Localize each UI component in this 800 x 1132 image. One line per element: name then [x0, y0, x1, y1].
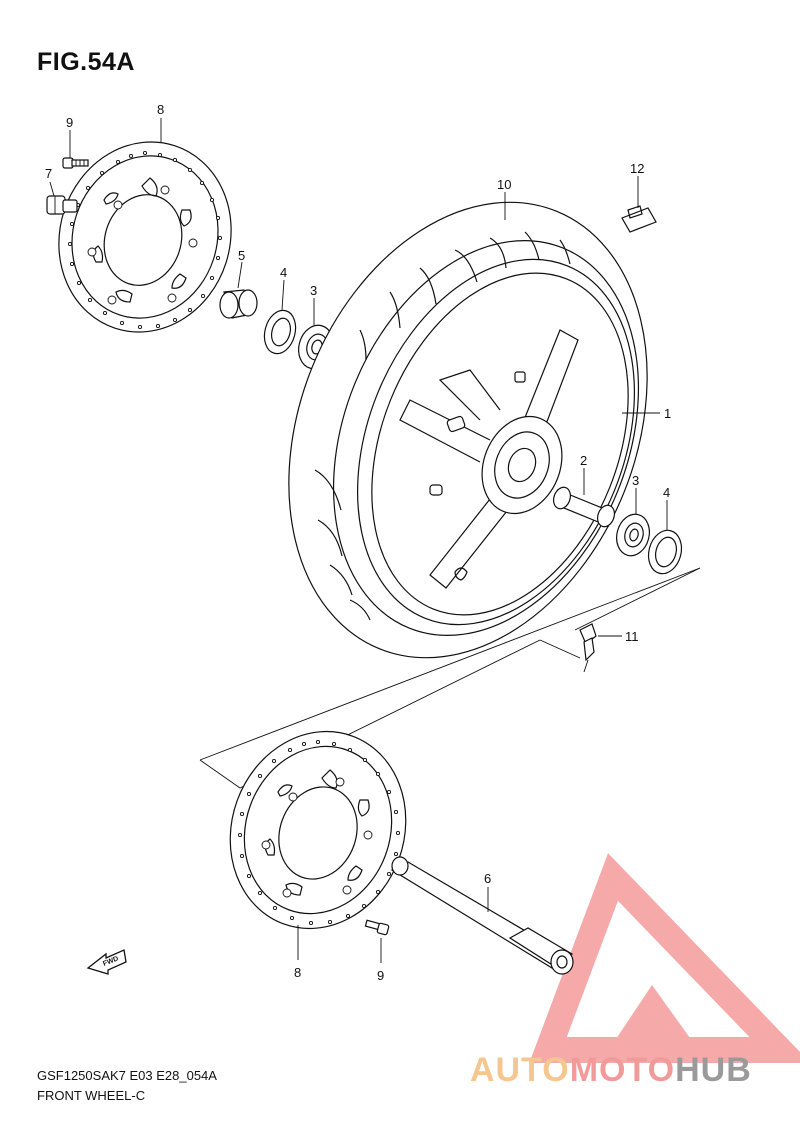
- disc-vent-holes: [237, 739, 401, 926]
- model-code: GSF1250SAK7 E03 E28_054A: [37, 1068, 217, 1083]
- oil-seal-right: [647, 529, 683, 575]
- wheel-hub: [429, 371, 563, 515]
- front-wheel-with-tire: [288, 201, 648, 659]
- disc-vent-holes: [67, 150, 223, 330]
- callout-11: 11: [625, 629, 639, 644]
- callout-6: 6: [484, 871, 491, 886]
- brand-part-moto: MOTO: [569, 1051, 676, 1089]
- disc-bolt-holes: [261, 777, 373, 898]
- brake-disc-top: [58, 141, 232, 333]
- callout-12: 12: [630, 161, 644, 176]
- disc-bolt-holes: [87, 185, 198, 305]
- callout-3-right: 3: [632, 473, 639, 488]
- wheel-spacer: [219, 289, 258, 319]
- wheel-spokes: [399, 329, 579, 589]
- brand-part-hub: HUB: [675, 1051, 752, 1089]
- forward-direction-arrow-icon: FWD: [86, 949, 127, 975]
- callout-leader-lines: [49, 118, 668, 963]
- axle-nut: [46, 195, 78, 215]
- brake-disc-bottom: [229, 730, 407, 930]
- callout-8-bottom: 8: [294, 965, 301, 980]
- wheel-spacer-right: [552, 486, 616, 528]
- callout-1: 1: [664, 406, 671, 421]
- tire-tread-pattern: [314, 231, 571, 621]
- watermark-brand-text: AUTOMOTOHUB: [470, 1051, 752, 1090]
- callout-3-left: 3: [310, 283, 317, 298]
- disc-spoke-slots: [92, 177, 192, 303]
- disc-bolt-top: [62, 157, 89, 169]
- callout-2: 2: [580, 453, 587, 468]
- diagram-footer: GSF1250SAK7 E03 E28_054A FRONT WHEEL-C: [37, 1066, 217, 1106]
- callout-4-right: 4: [663, 485, 670, 500]
- part-callouts: 9 8 7 5 4 3 10 12 1 2 3 4 11 6 8 9: [45, 102, 671, 983]
- disc-spoke-slots: [264, 769, 370, 896]
- front-axle: [390, 856, 574, 975]
- callout-9-top: 9: [66, 115, 73, 130]
- watermark-logo-icon: [529, 853, 800, 1063]
- valve-stem: [579, 623, 597, 673]
- disc-bolt-bottom: [364, 919, 390, 936]
- bearing-right: [616, 513, 650, 557]
- callout-10: 10: [497, 177, 511, 192]
- callout-9-bottom: 9: [377, 968, 384, 983]
- callout-4-left: 4: [280, 265, 287, 280]
- brand-part-auto: AUTO: [470, 1051, 570, 1089]
- callout-8-top: 8: [157, 102, 164, 117]
- callout-7: 7: [45, 166, 52, 181]
- figure-title: FIG.54A: [37, 48, 135, 76]
- balancer-weight: [621, 205, 657, 233]
- section-name: FRONT WHEEL-C: [37, 1088, 146, 1103]
- assembly-frame-lines: [199, 567, 701, 789]
- oil-seal-left: [263, 309, 297, 355]
- callout-5: 5: [238, 248, 245, 263]
